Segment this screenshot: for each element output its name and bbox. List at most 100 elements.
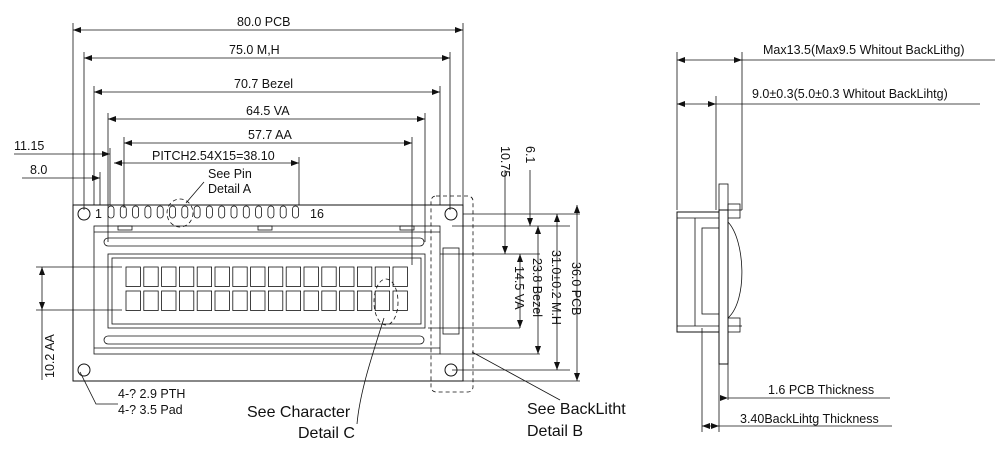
character-cell — [250, 266, 266, 287]
dim-va-height: 14.5 VA — [512, 266, 526, 310]
backlight-led — [442, 247, 460, 335]
side-view: Max13.5(Max9.5 Whitout BackLithg) 9.0±0.… — [676, 43, 995, 432]
backlight-detail-box — [430, 195, 474, 393]
pin-pad — [292, 205, 299, 219]
character-cell — [339, 290, 355, 311]
bezel-outline — [93, 225, 441, 355]
character-cell — [267, 266, 284, 287]
character-cell — [161, 290, 177, 311]
pin-detail-circle — [166, 198, 194, 228]
dim-pcb-height: 36.0 PCB — [569, 262, 583, 316]
pin-pad — [156, 205, 164, 219]
character-cell — [267, 290, 284, 311]
pin-pad — [255, 205, 263, 219]
viewing-area — [107, 253, 426, 329]
pin-pad — [230, 205, 238, 219]
character-grid — [125, 266, 408, 311]
character-cell — [285, 290, 302, 311]
character-cell — [285, 266, 302, 287]
side-pin-header — [718, 183, 729, 211]
character-cell — [303, 266, 319, 287]
side-backlight — [701, 227, 720, 315]
pin-pad — [242, 205, 250, 219]
character-cell — [374, 290, 391, 311]
mounting-hole-icon — [444, 207, 458, 221]
left-dimension: 10.2 AA — [36, 266, 122, 380]
dim-max-thickness: Max13.5(Max9.5 Whitout BackLithg) — [763, 43, 964, 57]
dim-bezel-width: 70.7 Bezel — [234, 77, 293, 91]
pin-detail-note-2: Detail A — [208, 182, 252, 196]
dim-backlight-thickness: 3.40BackLihtg Thickness — [740, 412, 879, 426]
dim-pcb-thickness: 1.6 PCB Thickness — [768, 383, 874, 397]
pin-pad — [132, 205, 140, 219]
character-cell — [392, 266, 408, 287]
pin-last-label: 16 — [310, 207, 324, 221]
pin-detail-note-1: See Pin — [208, 167, 252, 181]
dim-top-offset-1: 10.75 — [498, 146, 512, 177]
side-pcb — [718, 209, 729, 365]
dim-aa-height: 10.2 AA — [43, 334, 57, 378]
char-detail-circle — [373, 278, 399, 326]
dim-mh-height: 31.0±0.2 M.H — [549, 250, 563, 325]
pin-pad — [119, 205, 127, 219]
right-dimension-labels: 10.75 6.1 14.5 VA 23.8 Bezel 31.0±0.2 M.… — [498, 146, 583, 325]
character-cell — [214, 290, 230, 311]
dim-left-offset-1: 11.15 — [14, 139, 44, 153]
hole-note-leader — [79, 371, 118, 405]
character-cell — [321, 290, 337, 311]
character-cell — [392, 290, 408, 311]
char-note-leader — [356, 317, 385, 425]
pin-pad — [193, 205, 201, 219]
dim-mh-width: 75.0 M,H — [229, 43, 280, 57]
hole-note-1: 4-? 2.9 PTH — [118, 387, 185, 401]
mounting-holes — [77, 207, 458, 377]
pin-pad — [279, 205, 287, 219]
backlight-note-2: Detail B — [527, 423, 583, 440]
character-cell — [125, 266, 141, 287]
character-cell — [214, 266, 230, 287]
character-cell — [178, 266, 195, 287]
character-cell — [339, 266, 355, 287]
mounting-hole-icon — [77, 207, 91, 221]
pin-pad — [205, 205, 213, 219]
character-cell — [232, 266, 248, 287]
character-cell — [321, 266, 337, 287]
dim-left-offset-2: 8.0 — [30, 163, 47, 177]
character-cell — [232, 290, 248, 311]
right-dimensions — [428, 170, 580, 382]
dim-bezel-height: 23.8 Bezel — [530, 258, 544, 317]
pin-first-label: 1 — [95, 207, 102, 221]
pin-pad — [181, 205, 189, 219]
dim-aa-width: 57.7 AA — [248, 128, 292, 142]
character-cell — [356, 266, 373, 287]
character-cell — [196, 266, 212, 287]
character-cell — [161, 266, 177, 287]
character-cell — [125, 290, 141, 311]
dim-top-offset-2: 6.1 — [523, 146, 537, 163]
dim-pin-pitch: PITCH2.54X15=38.10 — [152, 149, 275, 163]
pcb-outline — [72, 204, 464, 382]
character-cell — [143, 266, 159, 287]
pin-pad — [218, 205, 226, 219]
char-note-2: Detail C — [298, 425, 355, 442]
dim-va-width: 64.5 VA — [246, 104, 290, 118]
front-view: 80.0 PCB 75.0 M,H 70.7 Bezel 64.5 VA 57.… — [14, 15, 626, 442]
pin-pad — [144, 205, 152, 219]
character-cell — [356, 290, 373, 311]
character-cell — [374, 266, 391, 287]
character-cell — [196, 290, 212, 311]
backlight-note-leader — [471, 351, 561, 401]
pin-pad — [267, 205, 275, 219]
pin-pad — [169, 205, 176, 219]
backlight-note-1: See BackLitht — [527, 401, 626, 418]
top-dimension-labels: 80.0 PCB 75.0 M,H 70.7 Bezel 64.5 VA 57.… — [14, 15, 293, 196]
mounting-hole-icon — [77, 363, 91, 377]
hole-note-2: 4-? 3.5 Pad — [118, 403, 183, 417]
pin-row — [107, 205, 299, 219]
character-cell — [143, 290, 159, 311]
side-back-curve — [727, 221, 743, 319]
pin-pad — [107, 205, 115, 219]
character-cell — [250, 290, 266, 311]
dim-pcb-width: 80.0 PCB — [237, 15, 291, 29]
